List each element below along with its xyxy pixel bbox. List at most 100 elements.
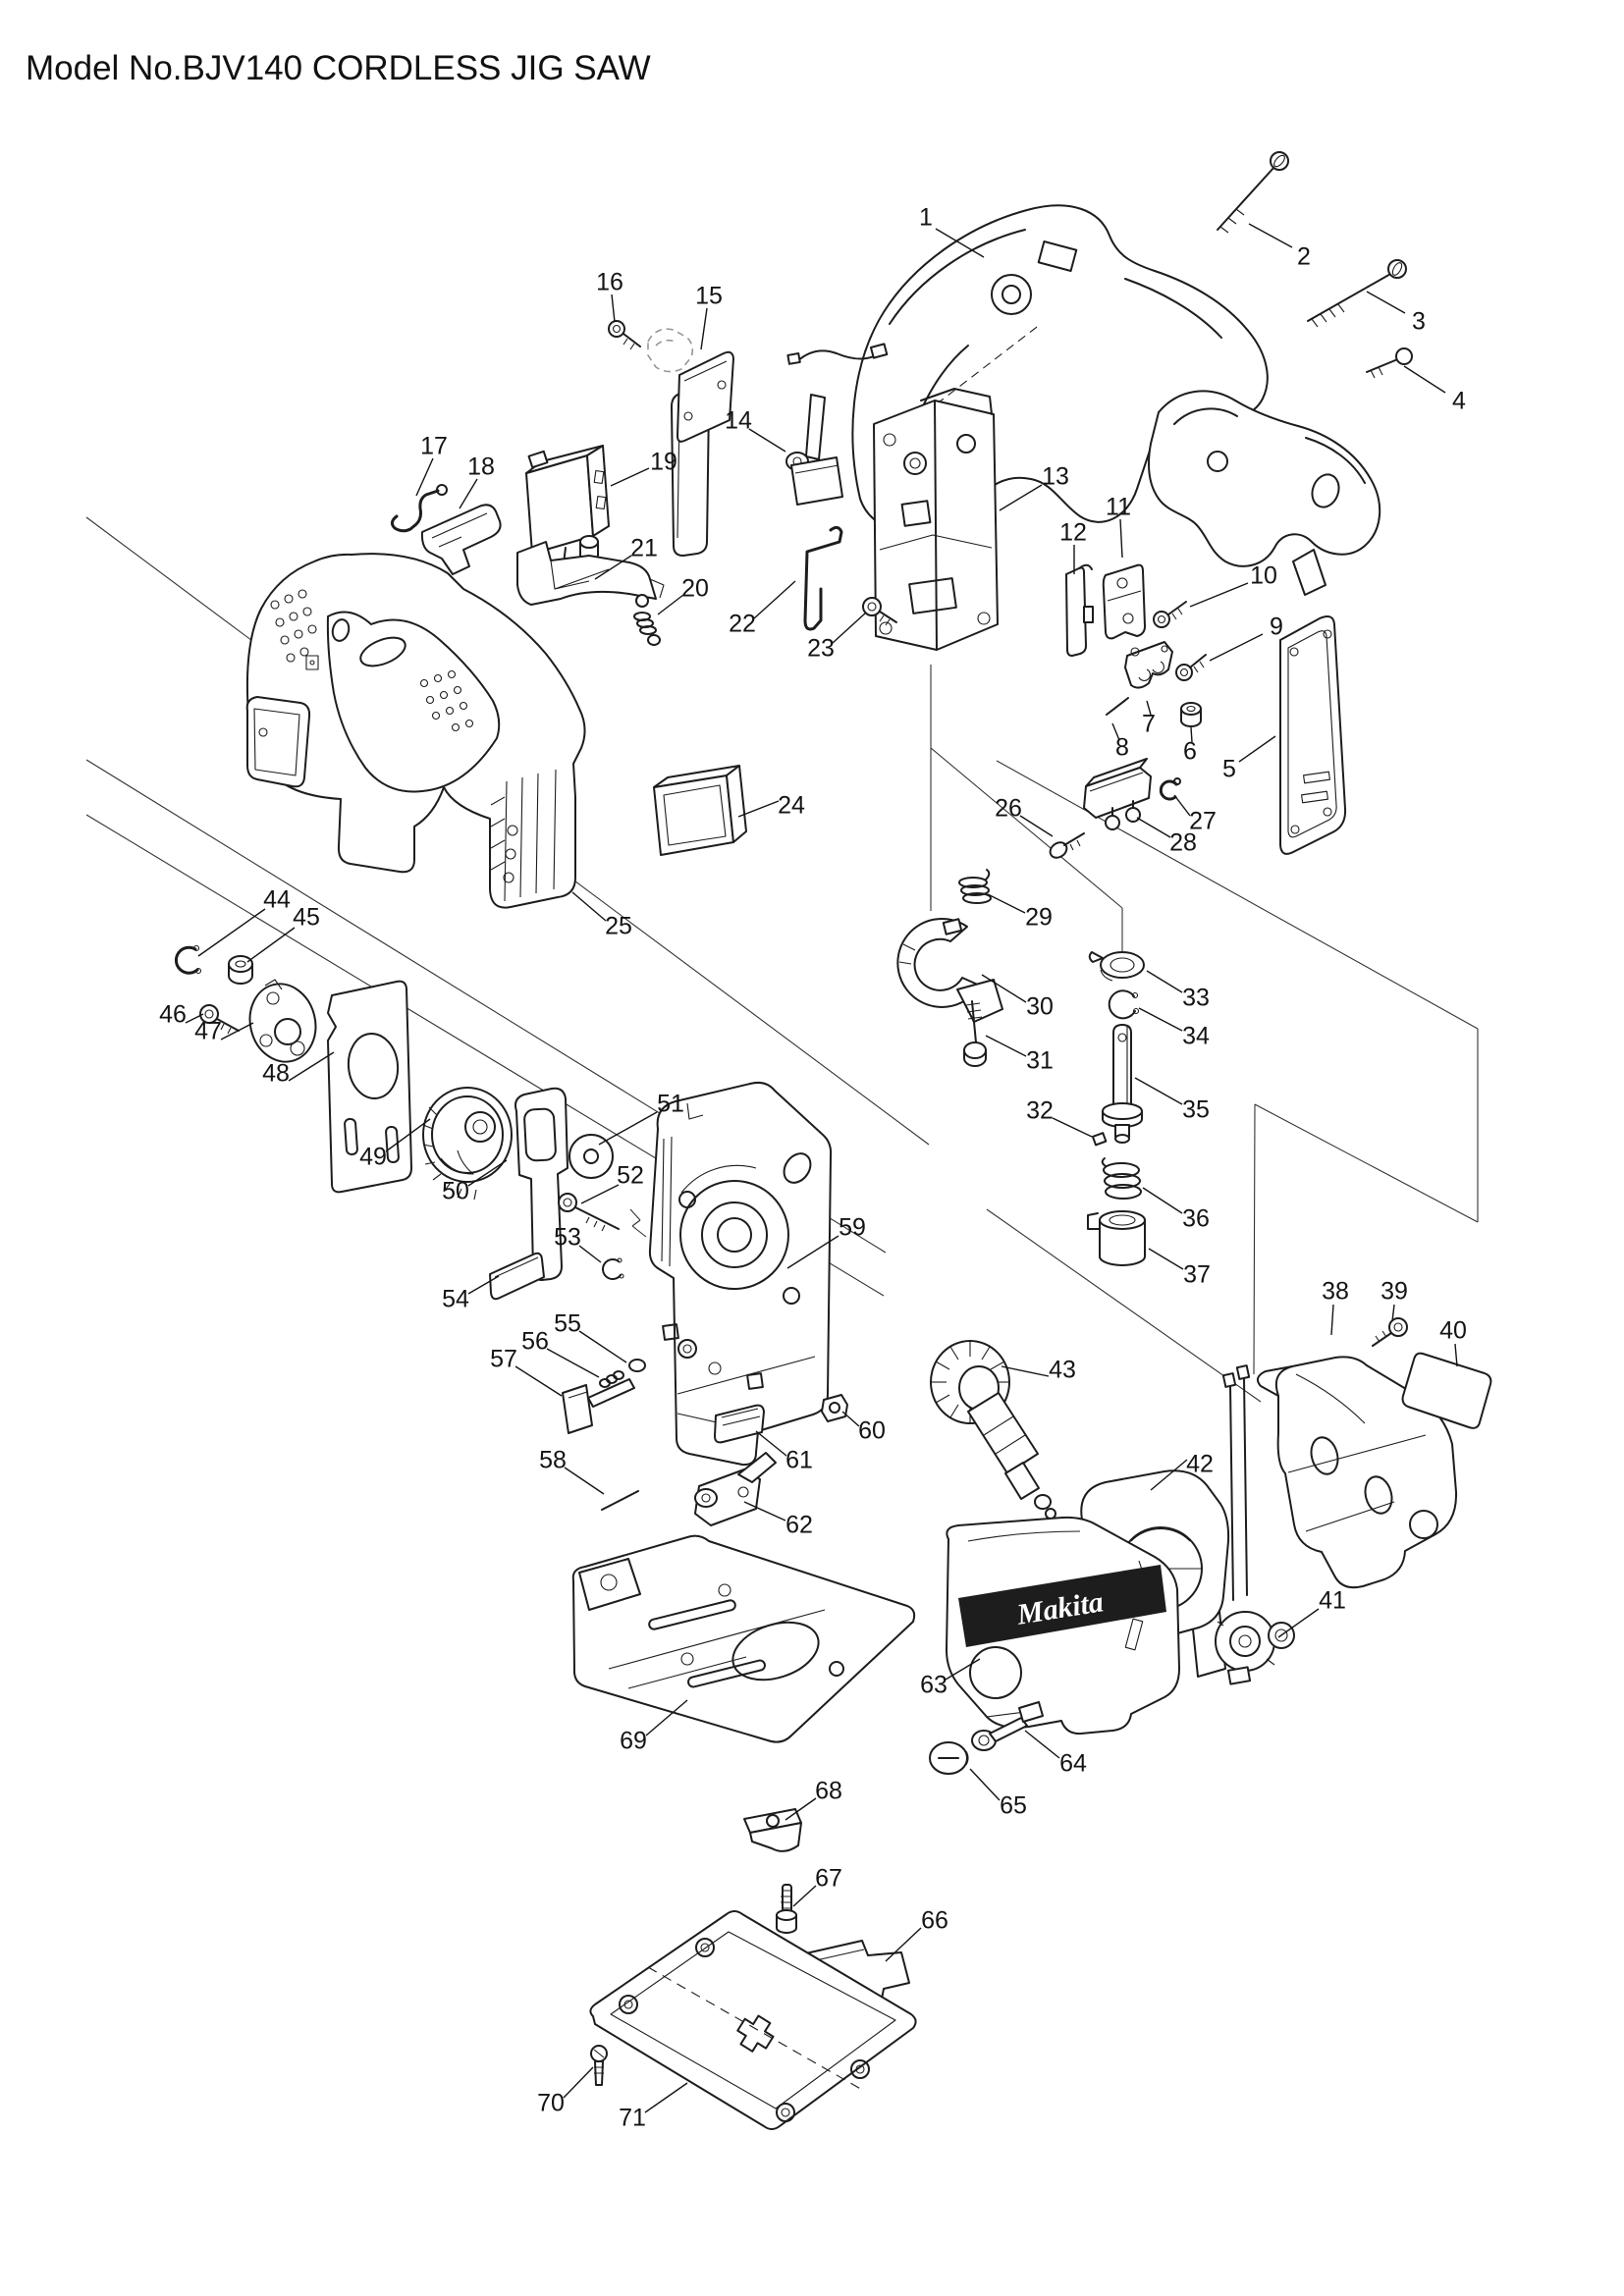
part-label-57: 57 bbox=[490, 1346, 517, 1373]
part-30-guide-drawing bbox=[896, 917, 1003, 1023]
part-63-motor-housing-drawing: Makita bbox=[946, 1516, 1180, 1735]
construction-line bbox=[996, 760, 1479, 1030]
part-label-1: 1 bbox=[919, 204, 933, 232]
leader-line-54 bbox=[467, 1275, 500, 1295]
part-54-pad-drawing bbox=[489, 1252, 545, 1301]
part-33-ring-drawing bbox=[1088, 951, 1145, 982]
part-label-63: 63 bbox=[920, 1672, 947, 1699]
construction-lines bbox=[85, 516, 1479, 1403]
part-label-46: 46 bbox=[159, 1001, 187, 1029]
part-label-15: 15 bbox=[695, 283, 723, 310]
part-label-9: 9 bbox=[1270, 614, 1283, 641]
part-58-pin-drawing bbox=[601, 1490, 639, 1511]
part-45-spacer-drawing bbox=[228, 955, 253, 985]
part-label-3: 3 bbox=[1412, 308, 1426, 336]
part-8-pin-drawing bbox=[1106, 697, 1129, 716]
part-label-8: 8 bbox=[1115, 734, 1129, 762]
part-17-link-drawing bbox=[390, 484, 448, 533]
leader-line-13 bbox=[999, 484, 1043, 511]
part-label-30: 30 bbox=[1026, 993, 1054, 1021]
part-label-14: 14 bbox=[725, 407, 752, 435]
part-label-29: 29 bbox=[1025, 904, 1053, 932]
part-label-6: 6 bbox=[1183, 738, 1197, 766]
part-label-55: 55 bbox=[554, 1310, 581, 1338]
leader-line-40 bbox=[1454, 1343, 1458, 1367]
leader-line-55 bbox=[578, 1330, 627, 1363]
part-68-clamp-drawing bbox=[743, 1808, 802, 1852]
part-25-body-drawing bbox=[245, 553, 586, 909]
part-label-36: 36 bbox=[1182, 1205, 1210, 1233]
leader-line-31 bbox=[985, 1035, 1027, 1057]
leader-line-52 bbox=[580, 1184, 620, 1204]
leader-line-3 bbox=[1366, 291, 1406, 314]
part-39-screw-drawing bbox=[1372, 1317, 1408, 1347]
part-label-45: 45 bbox=[293, 904, 320, 932]
part-11-bracket-drawing bbox=[1102, 563, 1146, 640]
leader-line-60 bbox=[841, 1411, 860, 1427]
part-label-19: 19 bbox=[650, 449, 677, 476]
leader-line-25 bbox=[571, 891, 607, 922]
part-26-screw-drawing bbox=[1049, 832, 1085, 859]
part-label-60: 60 bbox=[858, 1417, 886, 1445]
leader-line-19 bbox=[610, 467, 650, 487]
part-label-51: 51 bbox=[657, 1091, 684, 1118]
part-label-49: 49 bbox=[359, 1144, 387, 1171]
leader-lines bbox=[185, 223, 1458, 2113]
leader-line-67 bbox=[792, 1885, 817, 1907]
leader-line-51 bbox=[598, 1111, 658, 1146]
part-37-sleeve-drawing bbox=[1087, 1210, 1146, 1266]
leader-line-18 bbox=[459, 478, 478, 509]
part-label-10: 10 bbox=[1250, 562, 1277, 590]
part-label-41: 41 bbox=[1319, 1587, 1346, 1615]
part-28-holder-drawing bbox=[1083, 758, 1152, 830]
leader-line-20 bbox=[657, 594, 684, 615]
leader-line-28 bbox=[1136, 817, 1171, 838]
part-21-trigger-drawing bbox=[516, 541, 665, 608]
part-2-screw-drawing bbox=[1217, 151, 1289, 234]
part-32-key-drawing bbox=[1091, 1132, 1108, 1147]
leader-line-32 bbox=[1052, 1117, 1093, 1138]
part-label-17: 17 bbox=[420, 433, 448, 460]
leader-line-47 bbox=[220, 1022, 254, 1041]
part-22-rod-drawing bbox=[803, 525, 843, 631]
part-35-plunger-drawing bbox=[1102, 1024, 1143, 1144]
part-label-21: 21 bbox=[630, 535, 658, 562]
part-46-screw-drawing bbox=[199, 1004, 240, 1035]
leader-line-21 bbox=[594, 555, 632, 580]
part-7-bracket-drawing bbox=[1124, 641, 1173, 689]
leader-line-48 bbox=[288, 1051, 335, 1082]
part-9-screw-drawing bbox=[1175, 654, 1207, 681]
construction-line bbox=[631, 1225, 647, 1238]
leader-line-38 bbox=[1330, 1304, 1334, 1336]
part-label-33: 33 bbox=[1182, 985, 1210, 1012]
part-69-base-holder-drawing bbox=[571, 1534, 916, 1743]
part-70-screw-drawing bbox=[590, 2045, 608, 2086]
part-65-cap-drawing bbox=[929, 1741, 969, 1775]
part-41-bearing-unit-drawing bbox=[1191, 1364, 1295, 1685]
construction-line bbox=[986, 1208, 1262, 1403]
part-label-2: 2 bbox=[1297, 243, 1311, 271]
leader-line-8 bbox=[1111, 722, 1120, 741]
part-38-housing-drawing bbox=[1256, 1356, 1458, 1589]
part-12-clip-drawing bbox=[1065, 563, 1094, 657]
construction-line bbox=[629, 1208, 641, 1221]
part-16-screw-drawing bbox=[608, 320, 694, 373]
part-56-spring-drawing bbox=[599, 1370, 624, 1388]
leader-line-42 bbox=[1150, 1459, 1188, 1491]
part-49-gear-drawing bbox=[422, 1087, 513, 1201]
part-label-26: 26 bbox=[995, 795, 1022, 823]
part-label-22: 22 bbox=[729, 611, 756, 638]
leader-line-64 bbox=[1024, 1730, 1060, 1759]
part-label-12: 12 bbox=[1059, 519, 1087, 547]
part-3-screw-drawing bbox=[1307, 259, 1407, 328]
part-label-18: 18 bbox=[467, 454, 495, 481]
part-67-stud-drawing bbox=[776, 1884, 797, 1934]
part-label-7: 7 bbox=[1142, 711, 1156, 738]
part-15-plate-drawing bbox=[677, 350, 734, 443]
leader-line-9 bbox=[1209, 633, 1264, 662]
part-label-66: 66 bbox=[921, 1907, 948, 1935]
part-60-nut-drawing bbox=[821, 1394, 848, 1422]
leader-line-44 bbox=[197, 908, 266, 957]
part-label-20: 20 bbox=[681, 575, 709, 603]
